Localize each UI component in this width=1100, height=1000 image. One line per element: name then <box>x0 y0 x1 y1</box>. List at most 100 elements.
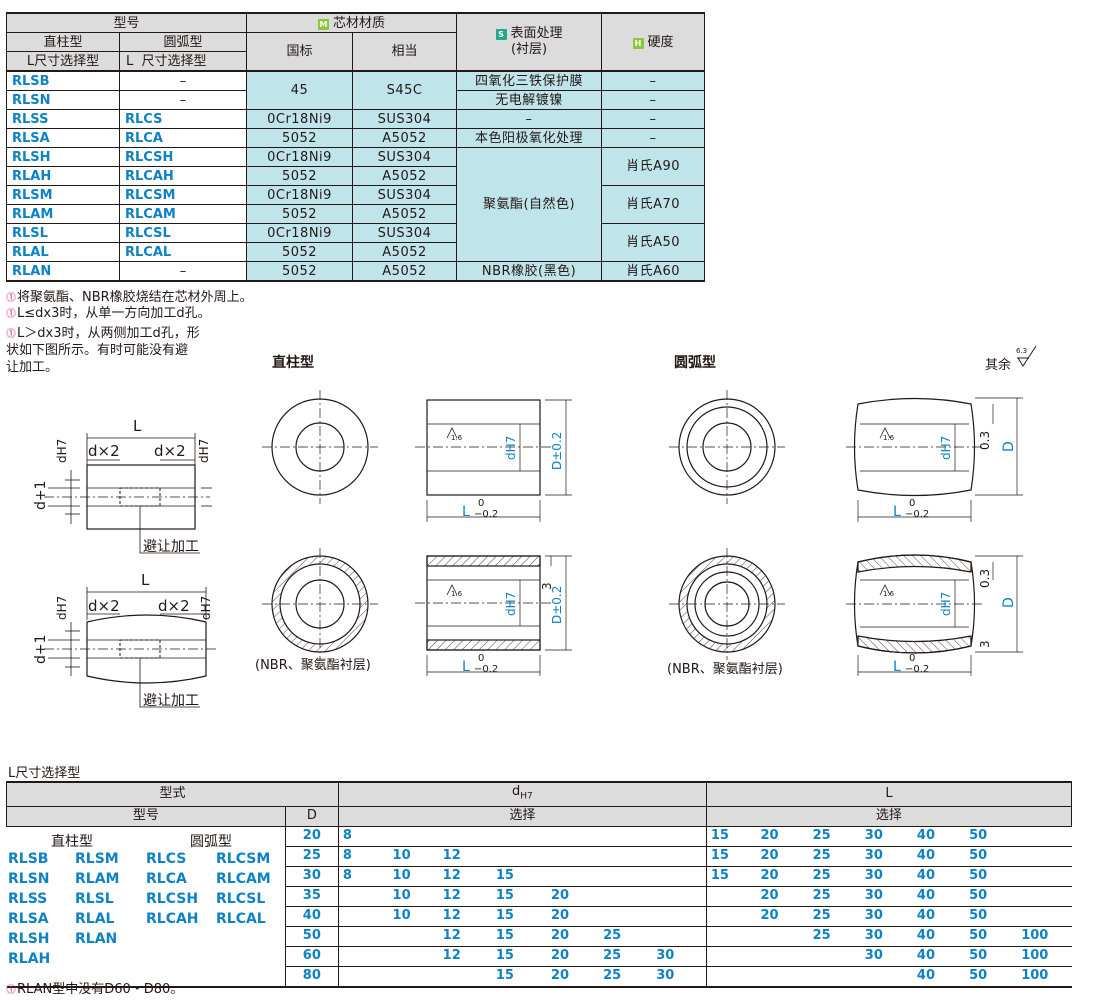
l-L-value: 25 <box>808 846 861 867</box>
l-d-value <box>652 866 707 887</box>
l-model-code: RLCS <box>146 851 187 867</box>
material-equiv: A5052 <box>352 128 458 148</box>
liner-caption-arc: (NBR、聚氨酯衬层) <box>667 662 783 677</box>
straight-type-title: 直柱型 <box>272 355 314 371</box>
l-D-value: 80 <box>284 966 339 988</box>
h-d: dH7 <box>337 780 707 807</box>
material-equiv: SUS304 <box>352 147 458 167</box>
note-2: ⓵L≤dx3时，从单一方向加工d孔。 <box>6 306 211 321</box>
l-L-value: 30 <box>860 846 913 867</box>
l-L-value: 50 <box>965 906 1018 927</box>
roughness-note: 其余 <box>985 358 1012 373</box>
l-model-code: RLSL <box>75 891 114 907</box>
hardness-cell: – <box>601 90 706 110</box>
hardness-cell: – <box>601 128 706 148</box>
l-d-value: 15 <box>491 906 547 927</box>
material-gb: 5052 <box>246 204 354 224</box>
l-d-value: 12 <box>438 866 492 887</box>
roughness-small: 1.6 <box>883 590 895 598</box>
model-code: RLAL <box>6 242 120 262</box>
l-L-value: 25 <box>808 926 861 947</box>
l-L-value: 25 <box>808 886 861 907</box>
l-L-value: 25 <box>808 866 861 887</box>
surface-cell: – <box>456 109 603 129</box>
dim-Dtol-s2: D±0.2 <box>550 586 564 624</box>
material-equiv: A5052 <box>352 261 458 282</box>
dim-dH7-a2: dH7 <box>939 592 953 616</box>
l-d-value: 12 <box>438 926 492 947</box>
header-straight: 直柱型 <box>6 32 120 52</box>
l-d-value: 8 <box>338 866 389 887</box>
model-code: RLAN <box>6 261 120 282</box>
l-d-value: 15 <box>491 946 547 967</box>
arc-type-title: 圆弧型 <box>674 355 716 371</box>
hardness-cell: 肖氏A60 <box>601 261 706 282</box>
l-L-value <box>860 966 913 988</box>
l-L-value: 50 <box>965 886 1018 907</box>
l-d-value <box>652 886 707 907</box>
straight-side-view <box>415 399 572 522</box>
l-d-value: 10 <box>388 846 439 867</box>
arc-front-view <box>669 390 785 504</box>
l-model-code: RLCAM <box>216 871 271 887</box>
l-D-value: 50 <box>284 926 339 947</box>
l-d-value <box>438 826 492 847</box>
l-L-value: 15 <box>706 826 757 847</box>
material-equiv: SUS304 <box>352 185 458 205</box>
h-select-d: 选择 <box>337 805 707 827</box>
model-code-arc: RLCAL <box>118 242 248 262</box>
l-L-value: 15 <box>706 846 757 867</box>
l-d-value <box>599 846 653 867</box>
l-d-value <box>599 886 653 907</box>
l-L-value: 50 <box>965 946 1018 967</box>
l-L-value <box>756 946 809 967</box>
l-L-value: 20 <box>756 846 809 867</box>
l-D-value: 30 <box>284 866 339 887</box>
model-code-arc: RLCSH <box>118 147 248 167</box>
dim-dx2-1b: d×2 <box>154 442 186 460</box>
dim-dx2-1a: d×2 <box>88 442 120 460</box>
l-d-value: 12 <box>438 846 492 867</box>
l-model-code: RLCAH <box>146 911 199 927</box>
dim-L-lower-a2: −0.2 <box>905 664 929 675</box>
l-D-value: 35 <box>284 886 339 907</box>
l-L-value <box>706 966 757 988</box>
l-L-value: 50 <box>965 866 1018 887</box>
l-L-value: 30 <box>860 886 913 907</box>
arc-side-view <box>846 397 1023 522</box>
l-d-value <box>338 946 389 967</box>
dim-D-a1: D <box>1001 441 1017 452</box>
roughness-value: 6.3 <box>1016 347 1027 355</box>
l-d-value <box>599 906 653 927</box>
model-code: RLSM <box>6 185 120 205</box>
model-code: RLSS <box>6 109 120 129</box>
dim-dH7-s1: dH7 <box>504 436 518 460</box>
arc-liner-front-view <box>669 548 785 660</box>
l-L-value <box>1017 846 1072 867</box>
material-equiv: A5052 <box>352 204 458 224</box>
dim-dH7-s2: dH7 <box>504 592 518 616</box>
model-code-arc: RLCS <box>118 109 248 129</box>
dim-L-lower-s2: −0.2 <box>474 664 498 675</box>
l-model-code: RLSS <box>8 891 48 907</box>
header-gb: 国标 <box>246 32 354 72</box>
dim-3-a2: 3 <box>978 640 992 648</box>
h-D: D <box>284 805 339 827</box>
l-L-value: 100 <box>1017 926 1072 947</box>
material-gb: 0Cr18Ni9 <box>246 223 354 243</box>
h-type: 型式 <box>6 780 339 807</box>
l-L-value <box>706 886 757 907</box>
h-L: L <box>705 780 1073 807</box>
dim-L-lower-s1: −0.2 <box>474 509 498 520</box>
l-d-value <box>388 966 439 988</box>
surface-cell: 聚氨酯(自然色) <box>456 147 603 262</box>
l-L-value: 100 <box>1017 966 1072 988</box>
l-d-value: 25 <box>599 966 653 988</box>
dim-dH7-1b: dH7 <box>197 439 211 463</box>
l-L-value <box>1017 826 1072 847</box>
model-code: RLAH <box>6 166 120 186</box>
